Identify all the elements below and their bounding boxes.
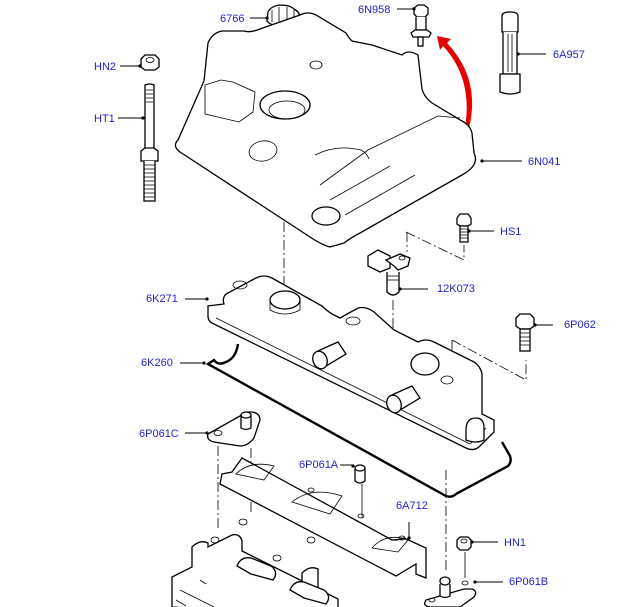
callout-6p062[interactable]: 6P062 bbox=[564, 319, 596, 331]
bolt-part-hs1[interactable] bbox=[456, 213, 472, 243]
direction-arrow bbox=[437, 36, 473, 128]
stud-bolt-part[interactable] bbox=[410, 4, 432, 47]
nut-part[interactable] bbox=[140, 54, 160, 71]
callout-6a712[interactable]: 6A712 bbox=[396, 500, 428, 512]
engine-cover-part[interactable] bbox=[174, 12, 477, 248]
callout-12k073[interactable]: 12K073 bbox=[437, 283, 475, 295]
callout-6p061b[interactable]: 6P061B bbox=[509, 576, 548, 588]
callout-6n958[interactable]: 6N958 bbox=[358, 4, 390, 16]
callout-ht1[interactable]: HT1 bbox=[94, 113, 115, 125]
callout-hn1[interactable]: HN1 bbox=[504, 537, 526, 549]
bolt-part-6p062[interactable] bbox=[515, 313, 535, 352]
spacer-part[interactable] bbox=[354, 464, 366, 484]
callout-6a957[interactable]: 6A957 bbox=[553, 49, 585, 61]
stud-part[interactable] bbox=[140, 83, 159, 202]
valve-cover-part[interactable] bbox=[207, 275, 495, 451]
callout-labels: 6766 6N958 6A957 HN2 HT1 6N041 HS1 12K07… bbox=[94, 4, 596, 588]
bracket-part-6p061c[interactable] bbox=[206, 411, 261, 447]
nut-part-hn1[interactable] bbox=[456, 536, 472, 551]
callout-6p061a[interactable]: 6P061A bbox=[299, 459, 339, 471]
callout-hs1[interactable]: HS1 bbox=[500, 226, 521, 238]
cylinder-head-part bbox=[171, 518, 339, 607]
callout-leaders bbox=[118, 7, 553, 584]
dipstick-tube-part[interactable] bbox=[499, 11, 521, 95]
callout-6k260[interactable]: 6K260 bbox=[141, 357, 173, 369]
bracket-part-6p061b[interactable] bbox=[424, 576, 477, 607]
callout-6p061c[interactable]: 6P061C bbox=[139, 428, 179, 440]
callout-6n041[interactable]: 6N041 bbox=[528, 156, 560, 168]
baffle-part[interactable] bbox=[219, 457, 427, 579]
camshaft-sensor-part[interactable] bbox=[367, 249, 411, 296]
callout-6k271[interactable]: 6K271 bbox=[146, 293, 178, 305]
callout-hn2[interactable]: HN2 bbox=[94, 61, 116, 73]
callout-6766[interactable]: 6766 bbox=[220, 13, 244, 25]
